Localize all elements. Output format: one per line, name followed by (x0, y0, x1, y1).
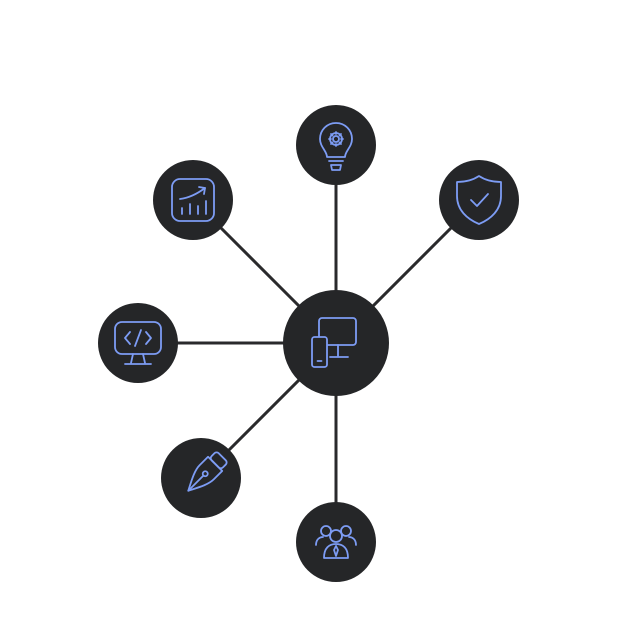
code-monitor-icon (114, 321, 162, 365)
chart-growth-icon (171, 178, 215, 222)
node-development (98, 303, 178, 383)
shield-check-icon (456, 175, 502, 225)
node-development-circle (98, 303, 178, 383)
lightbulb-gear-icon (319, 122, 353, 171)
center-node (283, 290, 389, 396)
node-team (296, 502, 376, 582)
node-analytics-circle (153, 160, 233, 240)
node-ideas (296, 105, 376, 185)
team-icon (315, 525, 357, 559)
node-security (439, 160, 519, 240)
node-design (161, 438, 241, 518)
devices-icon (311, 317, 357, 368)
center-node-circle (283, 290, 389, 396)
pen-nib-icon (187, 451, 228, 492)
node-analytics (153, 160, 233, 240)
node-security-circle (439, 160, 519, 240)
